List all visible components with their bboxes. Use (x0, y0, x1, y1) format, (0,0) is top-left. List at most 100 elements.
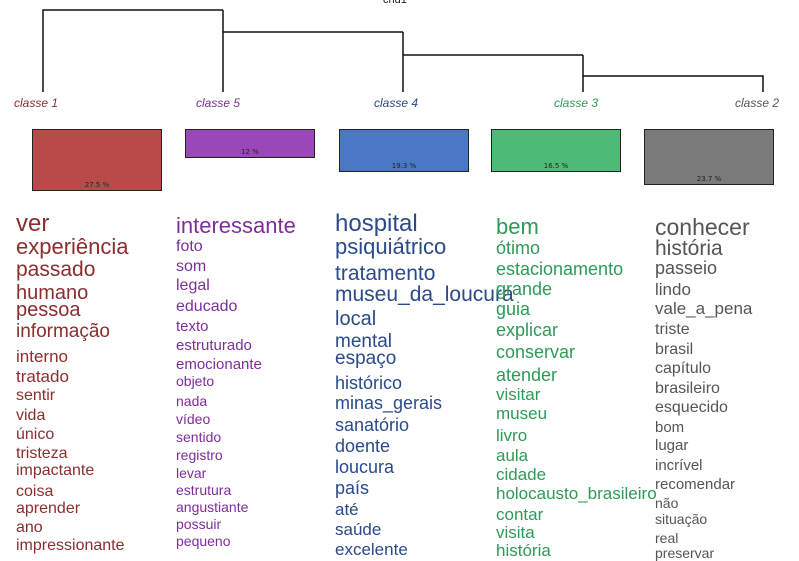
word: interno (16, 347, 68, 366)
class-pct-1: 27.5 % (84, 181, 110, 189)
word: incrível (655, 457, 703, 474)
word: situação (655, 511, 708, 527)
word: texto (176, 318, 209, 335)
word: pequeno (176, 533, 231, 549)
word: estrutura (176, 482, 232, 498)
word: passado (16, 258, 96, 281)
word: sentir (16, 387, 56, 404)
class-label-1: classe 1 (14, 96, 59, 110)
class-pct-4: 19.3 % (391, 162, 417, 170)
word: holocausto_brasileiro (496, 484, 657, 503)
word: coisa (16, 483, 54, 500)
word: saúde (335, 520, 382, 539)
word-column-2: conhecer história passeio lindo vale_a_p… (655, 208, 799, 561)
word: ótimo (496, 238, 541, 258)
word: angustiante (176, 499, 249, 515)
class-box-4: 19.3 % (339, 129, 469, 172)
word: lindo (655, 280, 691, 299)
word: grande (496, 279, 553, 299)
word: loucura (335, 457, 395, 477)
dendro-node-4-32 (402, 54, 583, 92)
word: lugar (655, 437, 689, 454)
word: emocionante (176, 356, 262, 373)
word: sanatório (335, 415, 410, 435)
word: mental (335, 331, 393, 352)
word: registro (176, 447, 223, 463)
root-label: chd1 (383, 0, 407, 6)
class-pct-5: 12 % (241, 148, 259, 156)
word: bom (655, 419, 685, 436)
word: capítulo (655, 360, 712, 377)
class-box-2: 23.7 % (644, 129, 774, 185)
word: atender (496, 365, 558, 385)
word: ano (16, 519, 43, 536)
word: experiência (16, 234, 129, 259)
word: histórico (335, 373, 403, 393)
dendro-node-5-432 (222, 31, 403, 92)
word: pessoa (16, 299, 81, 321)
word: psiquiátrico (335, 234, 447, 259)
class-box-5: 12 % (185, 129, 315, 158)
word: legal (176, 277, 210, 294)
word: explicar (496, 320, 559, 340)
word-column-4: hospital psiquiátrico tratamento museu_d… (335, 208, 514, 559)
class-box-3: 16.5 % (491, 129, 621, 172)
word-column-5: interessante foto som legal educado text… (176, 208, 324, 553)
word: local (335, 308, 377, 330)
word: bem (496, 214, 539, 239)
word: triste (655, 321, 690, 338)
word: vale_a_pena (655, 299, 753, 318)
word: vídeo (176, 411, 211, 427)
word: tratamento (335, 262, 436, 285)
word: museu (496, 404, 548, 423)
word: nada (176, 393, 208, 409)
word: preservar (655, 545, 715, 561)
word: aprender (16, 500, 81, 517)
word: passeio (655, 258, 718, 278)
word: até (335, 500, 359, 519)
word: minas_gerais (335, 393, 443, 413)
word: cidade (496, 465, 547, 484)
word: museu_da_loucura (335, 283, 514, 306)
class-pct-3: 16.5 % (543, 162, 569, 170)
word: levar (176, 465, 207, 481)
word-column-1: ver experiência passado humano pessoa in… (16, 208, 168, 554)
class-pct-2: 23.7 % (696, 175, 722, 183)
word: som (176, 258, 207, 275)
word: estacionamento (496, 259, 624, 279)
word: recomendar (655, 476, 736, 493)
class-label-2: classe 2 (735, 96, 780, 110)
word: interessante (176, 213, 296, 238)
word: tratado (16, 367, 69, 386)
word: ver (16, 210, 50, 237)
word: foto (176, 238, 203, 255)
word: conhecer (655, 214, 750, 240)
dendro-node-3-2 (582, 75, 764, 92)
word: real (655, 530, 679, 546)
word: impactante (16, 462, 95, 479)
word: livro (496, 426, 528, 445)
dendrogram (42, 9, 764, 92)
class-label-3: classe 3 (554, 96, 599, 110)
word: visita (496, 523, 535, 542)
word: visitar (496, 385, 541, 404)
word: sentido (176, 429, 222, 445)
word: brasil (655, 341, 694, 358)
word: aula (496, 446, 529, 465)
word: excelente (335, 540, 408, 559)
word: contar (496, 505, 544, 524)
class-label-4: classe 4 (374, 96, 419, 110)
word: história (496, 541, 551, 560)
word-column-3: bem ótimo estacionamento grande guia exp… (496, 208, 657, 560)
word: estruturado (176, 337, 252, 354)
word: vida (16, 407, 46, 424)
class-box-1: 27.5 % (32, 129, 162, 191)
word: esquecido (655, 399, 728, 416)
word: conservar (496, 342, 576, 362)
word: único (16, 426, 55, 443)
word: possuir (176, 516, 222, 532)
word: informação (16, 321, 110, 342)
word: história (655, 237, 723, 260)
word: impressionante (16, 537, 125, 554)
word: brasileiro (655, 380, 720, 397)
